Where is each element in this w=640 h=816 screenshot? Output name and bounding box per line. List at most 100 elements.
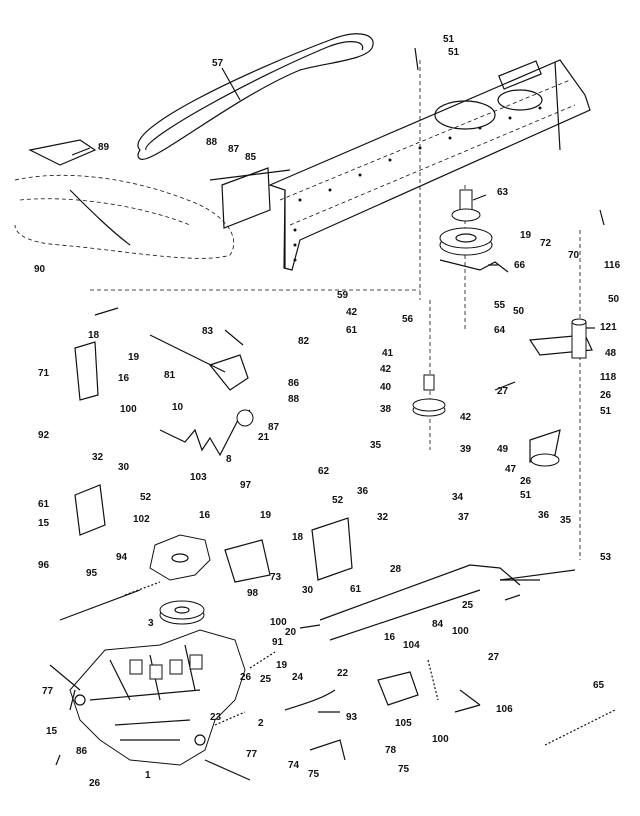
label-49: 49 (497, 444, 509, 455)
label-116: 116 (604, 260, 621, 271)
label-86: 86 (76, 746, 88, 757)
label-102: 102 (133, 514, 150, 525)
label-100: 100 (432, 734, 449, 745)
label-30: 30 (118, 462, 130, 473)
label-51: 51 (520, 490, 532, 501)
label-50: 50 (513, 306, 525, 317)
label-52: 52 (332, 495, 344, 506)
label-38: 38 (380, 404, 392, 415)
label-35: 35 (560, 515, 572, 526)
label-62: 62 (318, 466, 330, 477)
transaxle-1 (69, 629, 246, 766)
label-59: 59 (337, 290, 349, 301)
label-56: 56 (402, 314, 414, 325)
label-70: 70 (568, 250, 580, 261)
label-32: 32 (92, 452, 104, 463)
label-100: 100 (452, 626, 469, 637)
hood-outline (14, 139, 235, 259)
label-64: 64 (494, 325, 506, 336)
bracket-30-left (74, 484, 106, 536)
label-47: 47 (505, 464, 517, 475)
spring-23 (214, 711, 246, 726)
label-16: 16 (199, 510, 211, 521)
label-25: 25 (260, 674, 272, 685)
label-51: 51 (448, 47, 460, 58)
label-81: 81 (164, 370, 176, 381)
tractor-frame (268, 59, 591, 271)
rod-22 (329, 589, 481, 641)
label-75: 75 (398, 764, 410, 775)
label-97: 97 (240, 480, 252, 491)
label-61: 61 (350, 584, 362, 595)
label-63: 63 (497, 187, 509, 198)
label-55: 55 (494, 300, 506, 311)
label-19: 19 (128, 352, 140, 363)
label-48: 48 (605, 348, 617, 359)
label-42: 42 (380, 364, 392, 375)
label-18: 18 (88, 330, 100, 341)
pulley-47 (529, 429, 561, 467)
label-85: 85 (245, 152, 257, 163)
label-15: 15 (38, 518, 50, 529)
label-93: 93 (346, 712, 358, 723)
frame-holes (293, 106, 542, 262)
label-26: 26 (240, 672, 252, 683)
label-65: 65 (593, 680, 605, 691)
label-92: 92 (38, 430, 50, 441)
label-83: 83 (202, 326, 214, 337)
label-87: 87 (228, 144, 240, 155)
label-94: 94 (116, 552, 128, 563)
pulley-3 (159, 600, 205, 625)
label-30: 30 (302, 585, 314, 596)
idler-arm-66 (439, 259, 509, 273)
label-88: 88 (206, 137, 218, 148)
bracket-71 (74, 341, 99, 401)
label-66: 66 (514, 260, 526, 271)
spring-65 (544, 709, 616, 746)
label-52: 52 (140, 492, 152, 503)
label-35: 35 (370, 440, 382, 451)
idler-pulley-38 (412, 374, 446, 417)
label-71: 71 (38, 368, 50, 379)
label-77: 77 (42, 686, 54, 697)
label-21: 21 (258, 432, 270, 443)
rod-28 (319, 564, 521, 621)
label-84: 84 (432, 619, 444, 630)
label-27: 27 (497, 386, 509, 397)
label-26: 26 (600, 390, 612, 401)
bracket-104 (377, 671, 419, 706)
label-19: 19 (260, 510, 272, 521)
label-72: 72 (540, 238, 552, 249)
label-16: 16 (118, 373, 130, 384)
label-22: 22 (337, 668, 349, 679)
label-3: 3 (148, 618, 154, 629)
label-8: 8 (226, 454, 232, 465)
label-15: 15 (46, 726, 58, 737)
label-41: 41 (382, 348, 394, 359)
label-34: 34 (452, 492, 464, 503)
label-20: 20 (285, 627, 297, 638)
label-57: 57 (212, 58, 224, 69)
label-121: 121 (600, 322, 617, 333)
label-39: 39 (460, 444, 472, 455)
label-37: 37 (458, 512, 470, 523)
label-61: 61 (346, 325, 358, 336)
leader-lines (55, 47, 605, 766)
label-61: 61 (38, 499, 50, 510)
part-labels: 57 51 51 89 88 87 85 63 19 72 70 116 90 … (34, 34, 621, 789)
label-1: 1 (145, 770, 151, 781)
fan-94 (149, 534, 211, 581)
label-118: 118 (600, 372, 617, 383)
label-98: 98 (247, 588, 259, 599)
bracket-73 (224, 539, 271, 583)
label-75: 75 (308, 769, 320, 780)
label-42: 42 (460, 412, 472, 423)
lever-8 (159, 409, 251, 457)
label-50: 50 (608, 294, 620, 305)
label-96: 96 (38, 560, 50, 571)
label-27: 27 (488, 652, 500, 663)
label-2: 2 (258, 718, 264, 729)
spring-25 (249, 651, 276, 669)
label-90: 90 (34, 264, 46, 275)
